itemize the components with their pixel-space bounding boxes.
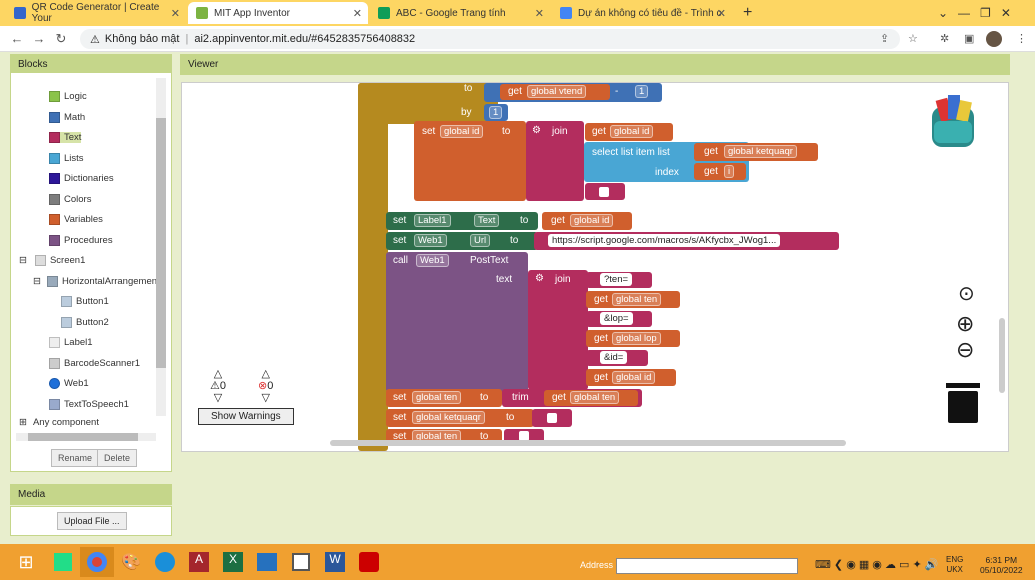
upload-file-button[interactable]: Upload File ... [57, 512, 127, 530]
address-label: Address [580, 560, 614, 570]
tree-button2[interactable]: Button2 [61, 317, 109, 328]
paint-icon[interactable]: 🎨 [121, 554, 141, 571]
warnings-indicator[interactable]: △⚠0▽ [210, 368, 226, 404]
gear-icon[interactable]: ⚙ [532, 125, 541, 136]
app-inventor-favicon [196, 7, 208, 19]
sidebar-icon[interactable]: ▣ [964, 33, 975, 45]
blocks-tree: Logic Math Text Lists Dictionaries Color… [10, 72, 172, 472]
show-warnings-button[interactable]: Show Warnings [198, 408, 294, 425]
blocks-workspace[interactable]: to get global vtend - 1 by 1 do set glob… [181, 82, 1009, 452]
recenter-icon[interactable]: ⊙ [958, 283, 975, 305]
window-controls[interactable]: ⌄ — ❐ ✕ [938, 6, 1011, 20]
edge-icon[interactable] [148, 547, 182, 577]
close-icon[interactable]: ✕ [534, 7, 544, 20]
gear-icon[interactable]: ⚙ [535, 273, 544, 284]
tree-dictionaries[interactable]: Dictionaries [49, 173, 114, 184]
excel-icon[interactable]: X [216, 547, 250, 577]
game-icon[interactable] [352, 547, 386, 577]
tree-web1[interactable]: Web1 [49, 378, 89, 389]
tab-app-inventor[interactable]: MIT App Inventor✕ [188, 2, 368, 24]
tree-button1[interactable]: Button1 [61, 296, 109, 307]
viewer-header: Viewer [180, 54, 1010, 75]
blocks-header: Blocks [10, 54, 172, 75]
horizontal-scrollbar[interactable] [330, 440, 846, 446]
app-main: Blocks Viewer Logic Math Text Lists Dict… [0, 52, 1035, 544]
back-icon[interactable]: ← [10, 31, 24, 46]
vertical-scrollbar[interactable] [999, 318, 1005, 393]
tab-google-sheets[interactable]: ABC - Google Trang tính✕ [370, 2, 550, 24]
browser-tab-bar: QR Code Generator | Create Your✕ MIT App… [0, 0, 1035, 26]
avatar[interactable] [986, 31, 1002, 47]
tree-texttospeech1[interactable]: TextToSpeech1 [49, 399, 129, 410]
close-icon[interactable]: ✕ [716, 7, 726, 20]
errors-indicator[interactable]: △⊗0▽ [258, 368, 274, 404]
zoom-out-icon[interactable]: ⊖ [956, 337, 975, 362]
doc-favicon [560, 7, 572, 19]
tree-procedures[interactable]: Procedures [49, 235, 113, 246]
address-bar: ← → ↻ ⚠ Không bảo mật | ai2.appinventor.… [0, 26, 1035, 52]
system-tray-icons[interactable]: ⌨ ❮ ◉ ▦ ◉ ☁ ▭ ✦ 🔊 [815, 559, 939, 571]
qr-favicon [14, 7, 26, 19]
join-text-block[interactable] [528, 270, 588, 390]
set-global-id-block[interactable] [414, 121, 526, 201]
tree-scrollbar[interactable] [156, 78, 166, 416]
forward-icon[interactable]: → [32, 31, 46, 46]
menu-icon[interactable]: ⋮ [1016, 33, 1027, 45]
calculator-icon[interactable] [46, 547, 80, 577]
media-panel: Upload File ... [10, 506, 172, 536]
tree-lists[interactable]: Lists [49, 153, 84, 164]
set-global-ketquaqr-block[interactable] [386, 409, 534, 427]
backpack-icon[interactable] [924, 93, 982, 153]
zoom-in-icon[interactable]: ⊕ [956, 311, 975, 336]
call-web1-posttext-block[interactable] [386, 252, 528, 392]
tree-variables[interactable]: Variables [49, 214, 103, 225]
tab-project[interactable]: Dự án không có tiêu đề - Trình c✕ [552, 2, 732, 24]
delete-button[interactable]: Delete [97, 449, 138, 467]
tree-horizontal-arrangement[interactable]: ⊟HorizontalArrangemen [33, 276, 158, 287]
tree-any-component[interactable]: ⊞Any component [19, 417, 99, 428]
tree-barcodescanner1[interactable]: BarcodeScanner1 [49, 358, 140, 369]
error-icon: ⊗ [258, 380, 268, 392]
word-icon[interactable]: W [318, 547, 352, 577]
tab-qr-generator[interactable]: QR Code Generator | Create Your✕ [6, 2, 186, 24]
share-icon[interactable]: ⇪ [880, 33, 890, 45]
taskbar-address-input[interactable] [616, 558, 798, 574]
new-tab-button[interactable]: + [743, 4, 753, 21]
windows-start-icon[interactable]: ⊞ [18, 551, 34, 572]
powershell-icon[interactable] [250, 547, 284, 577]
for-range-block[interactable] [358, 83, 388, 451]
reload-icon[interactable]: ↻ [55, 30, 67, 46]
warning-icon: ⚠ [210, 380, 220, 392]
trash-icon[interactable] [946, 383, 980, 423]
star-icon[interactable]: ☆ [908, 33, 918, 45]
media-header: Media [10, 484, 172, 505]
calendar-icon[interactable] [284, 547, 318, 577]
tree-screen1[interactable]: ⊟Screen1 [19, 255, 86, 266]
rename-button[interactable]: Rename [51, 449, 100, 467]
close-icon[interactable]: ✕ [352, 7, 362, 20]
access-icon[interactable]: A [182, 547, 216, 577]
url-field[interactable]: ⚠ Không bảo mật | ai2.appinventor.mit.ed… [80, 29, 900, 49]
set-label1-text-block[interactable] [386, 212, 538, 230]
warning-icon: ⚠ [90, 33, 100, 46]
tree-text[interactable]: Text [49, 132, 82, 143]
tree-label1[interactable]: Label1 [49, 337, 93, 348]
extensions-icon[interactable]: ✲ [940, 33, 950, 45]
set-web1-url-block[interactable] [386, 232, 538, 250]
chrome-icon[interactable] [80, 547, 114, 577]
tree-hscrollbar[interactable] [16, 433, 156, 441]
join-block[interactable] [526, 121, 584, 201]
tree-logic[interactable]: Logic [49, 91, 87, 102]
tree-colors[interactable]: Colors [49, 194, 91, 205]
tree-math[interactable]: Math [49, 112, 85, 123]
sheets-favicon [378, 7, 390, 19]
close-icon[interactable]: ✕ [170, 7, 180, 20]
